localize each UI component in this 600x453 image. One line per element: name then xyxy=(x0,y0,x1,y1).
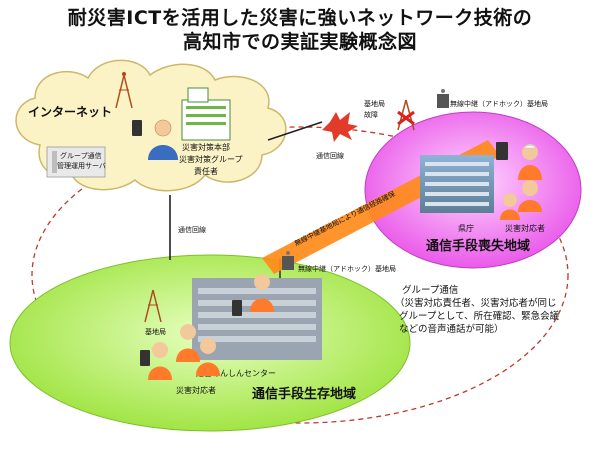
adhoc-bottom-label: 無線中継（アドホック）基地局 xyxy=(298,264,396,273)
group-comm-line-1: （災害対応責任者、災害対応者が同じ xyxy=(395,297,557,309)
internet-label: インターネット xyxy=(28,105,112,119)
live-area-worker-icons xyxy=(140,274,274,380)
base-broken-label-2: 故障 xyxy=(364,110,378,119)
adhoc-top-label: 無線中継（アドホック）基地局 xyxy=(450,99,548,108)
title-line-2: 高知市での実証実験概念図 xyxy=(182,31,417,53)
live-area-base-label: 基地局 xyxy=(145,327,166,336)
hq-label-2: 災害対策グループ xyxy=(179,154,243,164)
lost-area-name: 通信手段喪失地域 xyxy=(426,238,530,254)
hq-building-icon xyxy=(181,87,231,141)
live-area-tower-icon xyxy=(144,289,162,323)
live-area-name: 通信手段生存地域 xyxy=(252,386,356,402)
base-broken-label-1: 基地局 xyxy=(364,99,385,108)
explosion-icon xyxy=(322,112,358,142)
line-label-left: 通信回線 xyxy=(178,225,206,234)
network-boundary-dashed xyxy=(31,126,569,424)
server-label-2: 管理運用サーバ xyxy=(57,161,106,170)
hq-label-3: 責任者 xyxy=(194,166,218,176)
group-comm-line-2: グループとして、所在確認、緊急会議 xyxy=(399,310,560,322)
broken-tower-icon xyxy=(397,99,415,131)
group-comm-heading: グループ通信 xyxy=(402,284,458,296)
lost-area-worker-icon xyxy=(500,144,542,220)
title-block: 耐災害ICTを活用した災害に強いネットワーク技術の 高知市での実証実験概念図 xyxy=(0,6,600,54)
hq-label-1: 災害対策本部 xyxy=(182,142,230,152)
title-line-1: 耐災害ICTを活用した災害に強いネットワーク技術の xyxy=(67,7,533,29)
link-line-top xyxy=(267,121,323,141)
server-icon xyxy=(46,146,106,178)
adhoc-top-device-icon xyxy=(437,89,449,108)
group-comm-line-3: などの音声通話が可能） xyxy=(399,323,504,335)
lost-area-device-icon xyxy=(496,142,508,160)
lost-area-person-label: 災害対応者 xyxy=(505,223,545,233)
server-label-1: グループ通信 xyxy=(60,151,102,160)
prefecture-building-image xyxy=(420,155,494,213)
adhoc-bottom-device-icon xyxy=(282,251,294,270)
prefecture-label: 県庁 xyxy=(458,223,474,233)
live-area-person-label: 災害対応者 xyxy=(176,385,216,395)
line-label-middle: 通信回線 xyxy=(316,151,344,160)
hq-person-icon xyxy=(132,119,178,160)
anshin-center-label: 総合あんしんセンター xyxy=(196,368,276,378)
antenna-tower-icon xyxy=(115,72,133,109)
